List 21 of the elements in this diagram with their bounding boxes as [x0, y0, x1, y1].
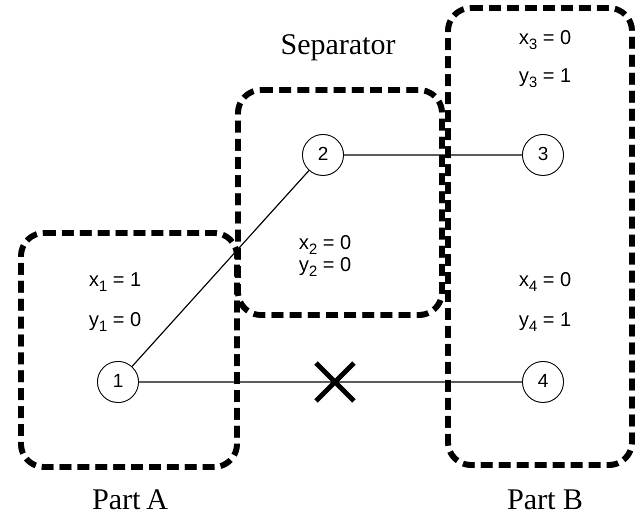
- variable-label: y$_{2}$ = 0: [298, 255, 352, 279]
- vertex-circle: 2: [302, 134, 344, 176]
- edge-line: [344, 154, 522, 156]
- vertex-circle: 1: [97, 361, 139, 403]
- edge-line: [132, 170, 310, 367]
- region-title: Part B: [507, 485, 583, 515]
- vertex-circle: 4: [522, 361, 564, 403]
- dashed-region: [235, 87, 445, 318]
- region-title: Part A: [92, 485, 168, 515]
- variable-label: x$_{2}$ = 0: [298, 233, 352, 257]
- vertex-circle: 3: [522, 134, 564, 176]
- region-title: Separator: [280, 30, 396, 60]
- dashed-region: [445, 5, 635, 468]
- variable-label: y$_{3}$ = 1: [518, 66, 572, 90]
- edge-line: [139, 381, 522, 383]
- variable-label: x$_{1}$ = 1: [88, 270, 142, 294]
- variable-label: x$_{4}$ = 0: [518, 270, 572, 294]
- variable-label: x$_{3}$ = 0: [518, 28, 572, 52]
- variable-label: y$_{4}$ = 1: [518, 310, 572, 334]
- variable-label: y$_{1}$ = 0: [88, 310, 142, 334]
- dashed-region: [18, 230, 240, 470]
